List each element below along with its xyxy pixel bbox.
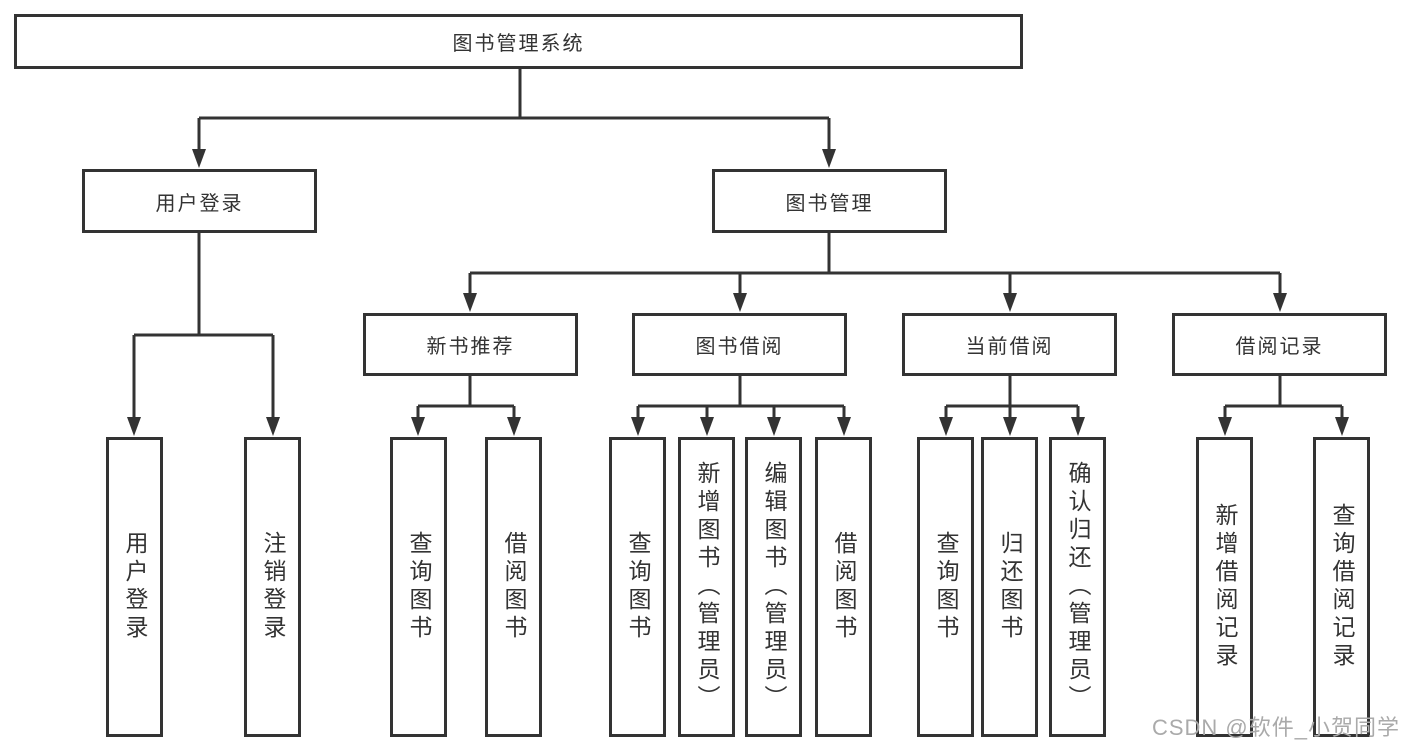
leaf-query-books-borrow: 查询图书	[609, 437, 666, 737]
leaf-return-books-label: 归还图书	[997, 531, 1023, 643]
arrowhead	[939, 417, 953, 436]
arrowhead	[266, 417, 280, 436]
arrowhead	[127, 417, 141, 436]
node-root-label: 图书管理系统	[452, 33, 585, 55]
node-new-book-recommend-label: 新书推荐	[426, 336, 515, 358]
node-current-borrow: 当前借阅	[902, 313, 1117, 376]
leaf-borrow-books: 借阅图书	[815, 437, 872, 737]
node-book-management: 图书管理	[712, 169, 947, 233]
arrowhead	[411, 417, 425, 436]
connector-userlogin-group	[132, 233, 275, 419]
leaf-borrow-books-recommend-label: 借阅图书	[501, 531, 527, 643]
leaf-edit-books-admin-label: 编辑图书（管理员）	[761, 461, 787, 713]
node-borrow-records: 借阅记录	[1172, 313, 1387, 376]
connector-borrowrecords-group	[1223, 376, 1344, 419]
connector-bookmgmt-to-level3	[468, 233, 1282, 295]
leaf-query-books-borrow-label: 查询图书	[625, 531, 651, 643]
arrowhead	[822, 149, 836, 168]
connector-bookborrow-group	[636, 376, 846, 419]
arrowhead	[1218, 417, 1232, 436]
leaf-edit-books-admin: 编辑图书（管理员）	[745, 437, 802, 737]
leaf-query-books-current: 查询图书	[917, 437, 974, 737]
arrowhead	[837, 417, 851, 436]
arrowhead	[1071, 417, 1085, 436]
arrowhead	[463, 293, 477, 312]
node-book-management-label: 图书管理	[785, 192, 874, 215]
node-book-borrow-label: 图书借阅	[695, 336, 784, 358]
leaf-confirm-return-admin: 确认归还（管理员）	[1049, 437, 1106, 737]
arrowhead	[733, 293, 747, 312]
arrowhead	[767, 417, 781, 436]
leaf-query-books-current-label: 查询图书	[933, 531, 959, 643]
node-borrow-records-label: 借阅记录	[1235, 336, 1324, 358]
leaf-query-borrow-record-label: 查询借阅记录	[1329, 503, 1355, 671]
arrowhead	[507, 417, 521, 436]
connector-root-to-level2	[197, 68, 831, 151]
node-book-borrow: 图书借阅	[632, 313, 847, 376]
node-new-book-recommend: 新书推荐	[363, 313, 578, 376]
csdn-watermark: CSDN @软件_小贺同学	[1151, 715, 1400, 740]
node-root-system: 图书管理系统	[14, 14, 1023, 69]
leaf-add-borrow-record-label: 新增借阅记录	[1212, 503, 1238, 671]
leaf-logout-label: 注销登录	[260, 531, 286, 643]
leaf-query-books-recommend-label: 查询图书	[406, 531, 432, 643]
leaf-logout: 注销登录	[244, 437, 301, 737]
arrowhead	[700, 417, 714, 436]
arrowhead	[192, 149, 206, 168]
connector-currentborrow-group	[944, 376, 1080, 419]
node-user-login-label: 用户登录	[155, 192, 244, 215]
leaf-query-borrow-record: 查询借阅记录	[1313, 437, 1370, 737]
arrowhead	[1003, 417, 1017, 436]
leaf-add-books-admin: 新增图书（管理员）	[678, 437, 735, 737]
node-user-login: 用户登录	[82, 169, 317, 233]
leaf-borrow-books-label: 借阅图书	[831, 531, 857, 643]
leaf-user-login: 用户登录	[106, 437, 163, 737]
leaf-return-books: 归还图书	[981, 437, 1038, 737]
connector-newbook-group	[416, 376, 516, 419]
leaf-confirm-return-admin-label: 确认归还（管理员）	[1065, 461, 1091, 713]
arrowhead	[1335, 417, 1349, 436]
node-current-borrow-label: 当前借阅	[965, 336, 1054, 358]
leaf-user-login-label: 用户登录	[122, 531, 148, 643]
arrowhead	[631, 417, 645, 436]
leaf-borrow-books-recommend: 借阅图书	[485, 437, 542, 737]
arrowhead	[1273, 293, 1287, 312]
leaf-add-books-admin-label: 新增图书（管理员）	[694, 461, 720, 713]
leaf-add-borrow-record: 新增借阅记录	[1196, 437, 1253, 737]
leaf-query-books-recommend: 查询图书	[390, 437, 447, 737]
arrowhead	[1003, 293, 1017, 312]
